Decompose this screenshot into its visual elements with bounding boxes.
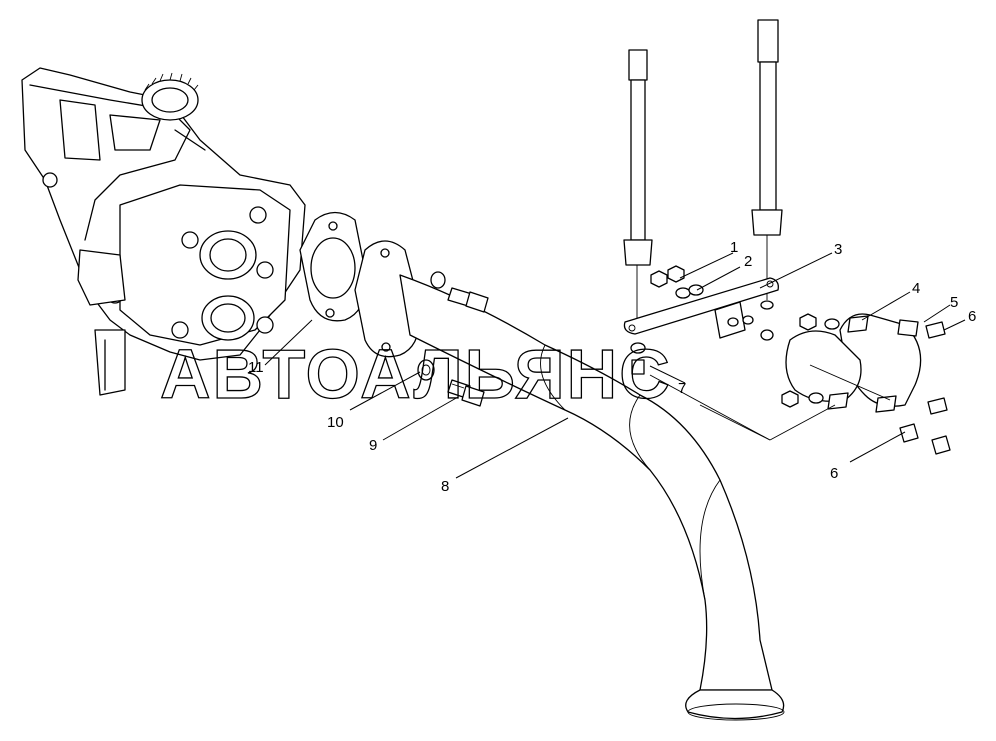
callout-4: 4 [912,280,920,297]
gear [141,72,199,121]
bolt-9 [447,379,485,407]
bolt-7 [630,300,774,375]
pump-upper-port [199,230,257,280]
long-stud-right [751,19,783,300]
washer-10 [417,359,435,381]
callout-9: 9 [369,437,377,454]
callout-6-top: 6 [968,308,976,325]
suction-pipe [399,274,785,721]
callout-labels: 1 2 3 4 5 6 6 7 8 9 10 11 [248,239,976,495]
strainer [685,689,785,721]
nuts-5 [781,313,840,408]
flange-gasket [299,211,367,322]
nuts-1 [650,265,685,288]
bolts-6 [899,321,951,455]
washers-2 [675,284,704,299]
callout-5: 5 [950,294,958,311]
watermark: АВТОАЛЬЯНС [160,335,672,413]
long-stud-left [623,49,653,320]
pump-lower-port [201,295,255,341]
callout-1: 1 [730,239,738,256]
pipe-flange [354,240,421,358]
callout-7: 7 [678,380,686,397]
callout-10: 10 [327,414,344,431]
callout-6-bottom: 6 [830,465,838,482]
bolt-upper [430,271,489,313]
assembly-guide-lines [649,364,891,441]
callout-8: 8 [441,478,449,495]
callout-2: 2 [744,253,752,270]
callout-3: 3 [834,241,842,258]
clamp-4 [785,313,922,413]
callout-11: 11 [248,359,264,376]
oil-pump-assembly [21,67,306,396]
leader-lines [264,252,966,479]
